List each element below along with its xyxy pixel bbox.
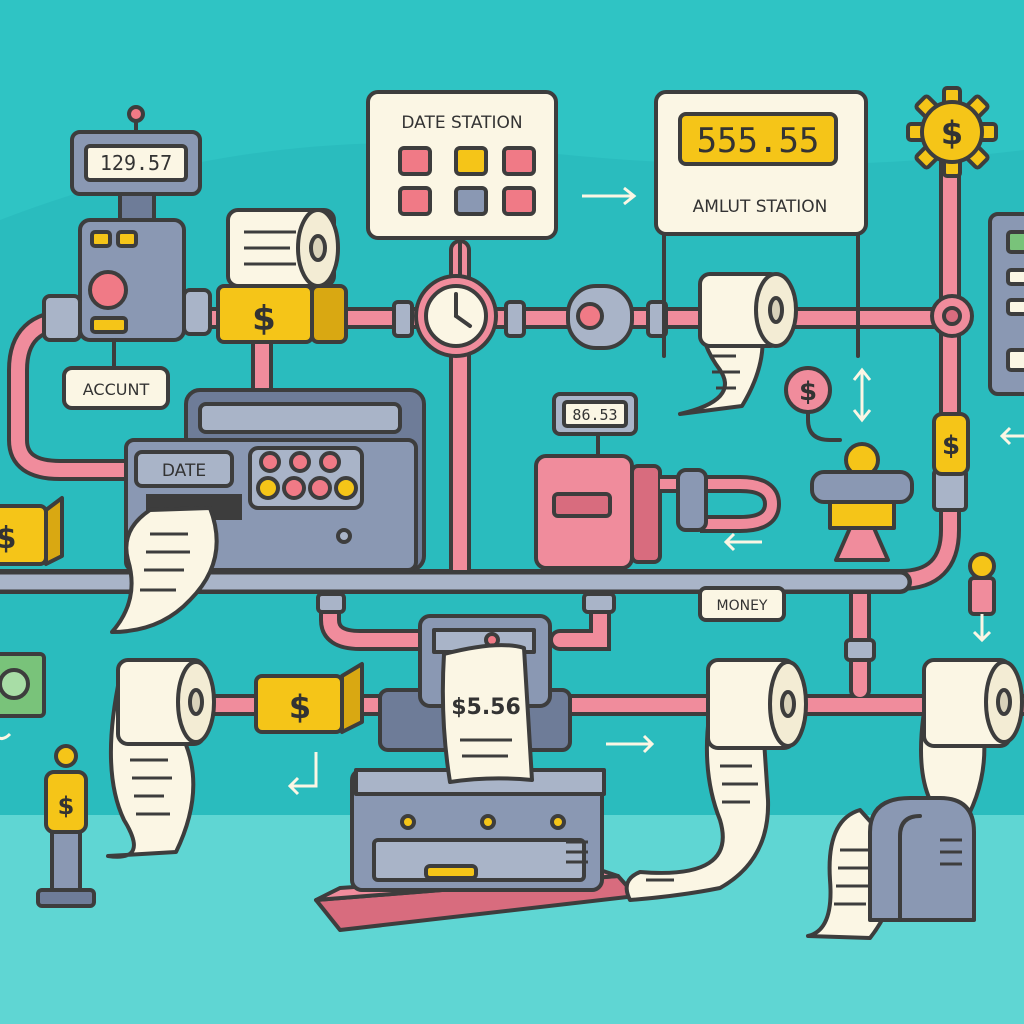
paper-roll-top-left bbox=[226, 208, 340, 288]
amount-display bbox=[678, 112, 838, 166]
date-label: DATE bbox=[162, 461, 206, 481]
dollar-capsule: $ bbox=[932, 412, 970, 476]
counter-display bbox=[84, 144, 188, 182]
coin-dispenser bbox=[810, 442, 914, 562]
capsule-dollar: $ bbox=[942, 431, 960, 461]
account-label: ACCUNT bbox=[83, 380, 150, 399]
receipt-amount: $5.56 bbox=[451, 695, 521, 720]
hanging-receipt-top bbox=[678, 272, 798, 416]
coin-icon: $ bbox=[784, 366, 842, 442]
counter-display-text: 129.57 bbox=[100, 151, 172, 175]
small-arrow bbox=[723, 532, 762, 552]
left-box-dollar: $ bbox=[0, 521, 16, 556]
amount-display-text: 555.55 bbox=[697, 121, 820, 161]
amount-station-sign: 555.55 AMLUT STATION bbox=[654, 90, 868, 358]
pink-register: 86.53 bbox=[534, 392, 782, 570]
amount-station-title: AMLUT STATION bbox=[693, 197, 828, 217]
gear-dollar: $ bbox=[941, 114, 963, 152]
money-label: MONEY bbox=[717, 598, 768, 614]
account-tag: ACCUNT bbox=[62, 338, 170, 410]
side-panel bbox=[988, 212, 1024, 396]
receipt-from-date-printer bbox=[110, 506, 219, 634]
receipt-printout: $5.56 bbox=[440, 643, 534, 784]
dollar-icon: $ bbox=[252, 299, 276, 339]
small-display-text: 86.53 bbox=[572, 406, 617, 424]
gear-icon: $ bbox=[906, 86, 998, 178]
paper-roll-lower-right bbox=[898, 658, 1024, 838]
paper-roll-lower-left bbox=[106, 658, 216, 859]
arrow-icon bbox=[582, 186, 637, 206]
dollar-box-left: $ bbox=[0, 496, 64, 566]
coin-dollar: $ bbox=[799, 377, 817, 407]
corner-arrow bbox=[287, 752, 318, 796]
dollar-box-lower: $ bbox=[254, 662, 364, 734]
date-station-sign: DATE STATION bbox=[366, 90, 558, 292]
date-station-title: DATE STATION bbox=[401, 113, 522, 133]
money-tag: MONEY bbox=[698, 586, 786, 622]
lamp-dollar: $ bbox=[58, 792, 75, 820]
banknote bbox=[0, 652, 46, 741]
right-lamp bbox=[968, 552, 996, 643]
lower-box-dollar: $ bbox=[289, 688, 311, 726]
pipe-cross bbox=[930, 294, 974, 338]
vertical-arrows bbox=[852, 367, 1024, 446]
pulley bbox=[566, 284, 634, 350]
dollar-box-top: $ bbox=[216, 284, 348, 344]
counter-machine: 129.57 bbox=[42, 105, 212, 342]
clock-icon bbox=[414, 274, 498, 358]
flow-arrow bbox=[606, 734, 655, 754]
output-mailbox bbox=[868, 796, 976, 922]
left-lamp: $ bbox=[36, 744, 96, 908]
red-button bbox=[88, 270, 128, 310]
paper-roll-lower-middle bbox=[624, 658, 808, 902]
